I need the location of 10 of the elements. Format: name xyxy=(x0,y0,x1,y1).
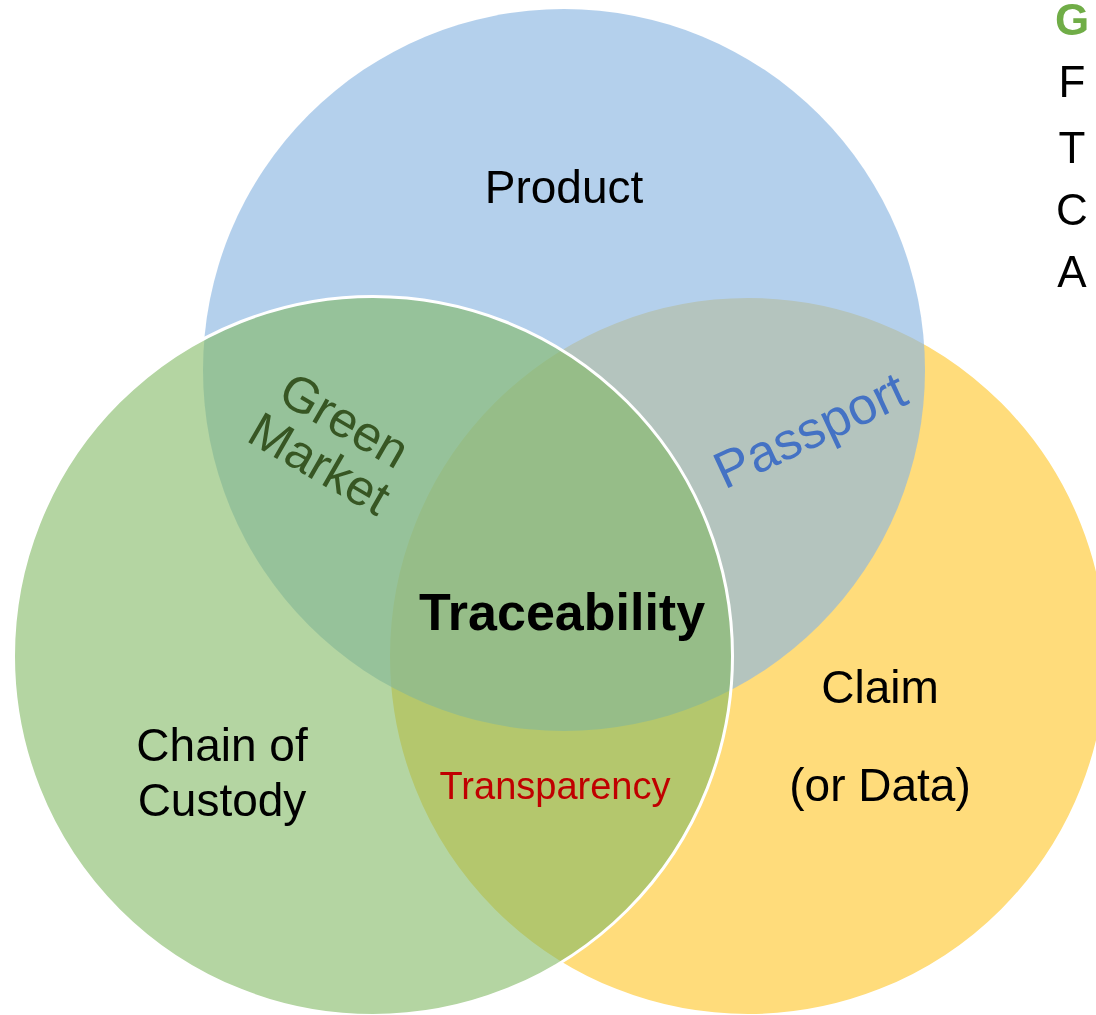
cut-off-letter: A xyxy=(1057,250,1087,294)
circle-label: Claim xyxy=(820,660,940,715)
cut-off-letter: G xyxy=(1054,0,1090,42)
circle-label: Chain of Custody xyxy=(135,718,309,829)
overlap-label: Transparency xyxy=(439,767,671,805)
circle-label: (or Data) xyxy=(788,758,972,813)
circle-label: Product xyxy=(483,160,645,215)
cut-off-letter: F xyxy=(1058,60,1086,104)
cut-off-letter: C xyxy=(1056,188,1088,232)
cut-off-letter: T xyxy=(1058,126,1086,170)
